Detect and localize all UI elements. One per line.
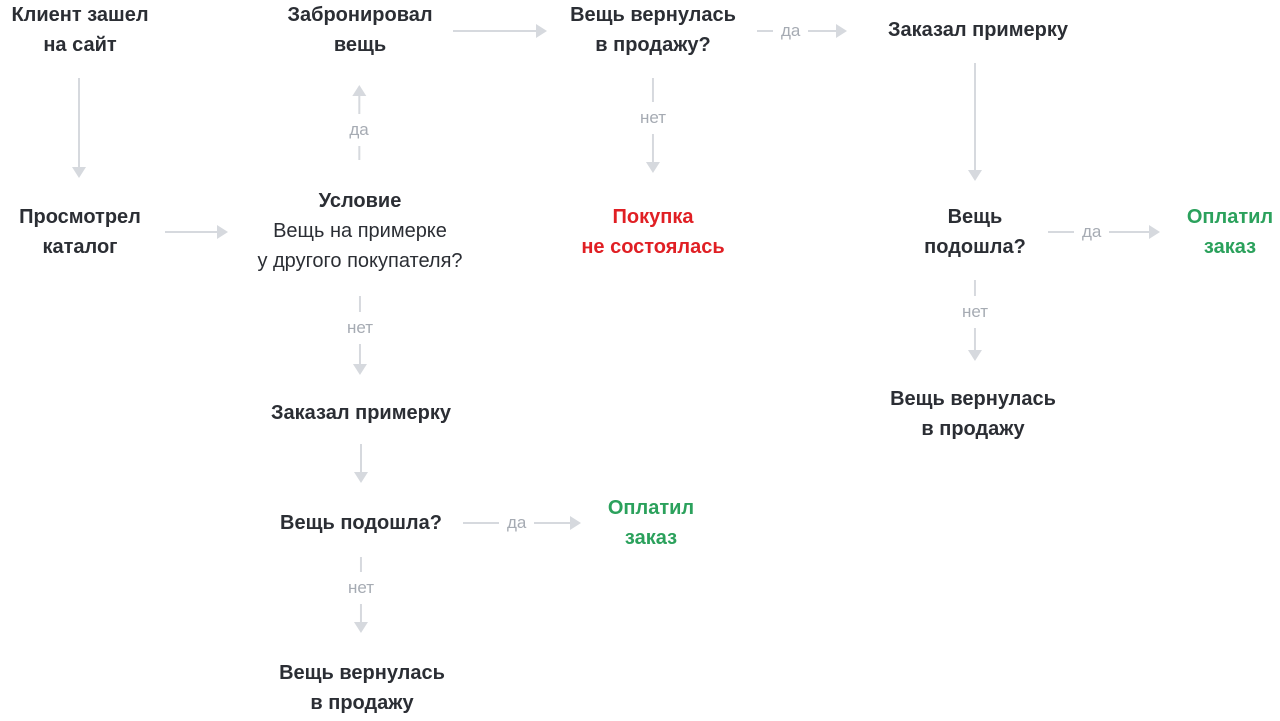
- edge-label-no: нет: [346, 318, 374, 337]
- arrowhead-right-icon: [570, 516, 582, 530]
- arrow-shaft: [534, 522, 571, 524]
- node-reserved-item-line1: Забронировал: [287, 4, 433, 26]
- arrow-fit-question-right-to-paid-yes: да: [1048, 222, 1161, 242]
- arrow-shaft: [165, 231, 217, 233]
- arrow-shaft: [453, 30, 536, 32]
- node-item-returned-bottom-line2: в продажу: [310, 692, 414, 714]
- node-item-returned-right: Вещь вернулась в продажу: [890, 384, 1056, 444]
- arrowhead-down-icon: [645, 162, 660, 173]
- arrow-visited-to-catalog: [72, 78, 86, 178]
- arrow-fitting-mid-to-fit-question: [354, 444, 368, 483]
- node-item-returned-bottom: Вещь вернулась в продажу: [279, 658, 445, 718]
- node-condition-line1: Вещь на примерке: [273, 220, 447, 242]
- edge-label-no: нет: [347, 578, 375, 597]
- arrow-shaft: [358, 96, 360, 114]
- node-item-fit-question-right-line1: Вещь: [947, 206, 1003, 228]
- edge-label-yes: да: [781, 21, 801, 40]
- node-item-fit-question-mid-line1: Вещь подошла?: [280, 512, 442, 534]
- node-condition-title: Условие: [318, 190, 402, 212]
- node-purchase-failed: Покупка не состоялась: [581, 202, 724, 262]
- arrowhead-down-icon: [354, 472, 368, 483]
- arrow-shaft: [651, 78, 654, 102]
- node-ordered-fitting-top: Заказал примерку: [888, 15, 1068, 45]
- node-ordered-fitting-mid: Заказал примерку: [271, 398, 451, 428]
- node-item-fit-question-right: Вещь подошла?: [924, 202, 1026, 262]
- node-item-returned-right-line1: Вещь вернулась: [890, 388, 1056, 410]
- node-client-visited: Клиент зашел на сайт: [11, 0, 148, 60]
- arrow-fit-question-right-to-returned-no: нет: [962, 280, 988, 361]
- arrowhead-down-icon: [72, 167, 86, 178]
- node-paid-order-right-line2: заказ: [1203, 236, 1257, 258]
- arrow-dash: [463, 522, 499, 524]
- arrowhead-right-icon: [217, 225, 228, 239]
- arrow-condition-to-fitting-mid-no: нет: [347, 296, 373, 375]
- arrow-fit-question-mid-to-returned-no: нет: [348, 557, 374, 633]
- node-item-fit-question-right-line2: подошла?: [924, 236, 1026, 258]
- node-reserved-item-line2: вещь: [333, 34, 387, 56]
- node-viewed-catalog: Просмотрел каталог: [19, 202, 141, 262]
- arrow-dash: [1048, 231, 1074, 233]
- node-purchase-failed-line1: Покупка: [612, 206, 694, 228]
- arrow-returned-question-to-failed-no: нет: [640, 78, 666, 173]
- arrow-shaft: [974, 63, 976, 170]
- arrow-dash: [358, 296, 361, 312]
- arrowhead-down-icon: [967, 350, 982, 361]
- node-client-visited-line2: на сайт: [43, 34, 117, 56]
- arrow-dash: [359, 557, 362, 572]
- node-condition: Условие Вещь на примерке у другого покуп…: [257, 186, 462, 276]
- arrow-shaft: [651, 134, 654, 162]
- arrow-shaft: [1109, 231, 1150, 233]
- node-paid-order-mid: Оплатил заказ: [608, 493, 694, 553]
- node-item-fit-question-mid: Вещь подошла?: [280, 508, 442, 538]
- edge-label-yes: да: [349, 120, 369, 139]
- node-viewed-catalog-line1: Просмотрел: [19, 206, 141, 228]
- node-viewed-catalog-line2: каталог: [42, 236, 118, 258]
- node-ordered-fitting-mid-line1: Заказал примерку: [271, 402, 451, 424]
- edge-label-yes: да: [507, 513, 527, 532]
- node-client-visited-line1: Клиент зашел: [11, 4, 149, 26]
- edge-label-yes: да: [1082, 222, 1102, 241]
- node-condition-line2: у другого покупателя?: [257, 250, 463, 272]
- arrow-shaft: [358, 344, 361, 364]
- node-ordered-fitting-top-line1: Заказал примерку: [888, 19, 1068, 41]
- arrow-shaft: [973, 328, 976, 350]
- arrow-shaft: [808, 30, 837, 32]
- node-item-returned-question: Вещь вернулась в продажу?: [570, 0, 736, 60]
- node-paid-order-mid-line2: заказ: [624, 527, 678, 549]
- node-paid-order-right: Оплатил заказ: [1187, 202, 1273, 262]
- node-item-returned-question-line2: в продажу?: [595, 34, 711, 56]
- node-reserved-item: Забронировал вещь: [287, 0, 432, 60]
- node-item-returned-right-line2: в продажу: [921, 418, 1025, 440]
- arrowhead-right-icon: [1149, 225, 1161, 239]
- arrow-dash: [358, 146, 360, 160]
- arrow-fitting-top-to-fit-question: [968, 63, 982, 181]
- node-paid-order-mid-line1: Оплатил: [607, 497, 695, 519]
- arrowhead-down-icon: [353, 622, 368, 633]
- arrow-condition-to-reserved-yes: да: [349, 85, 369, 160]
- arrow-shaft: [360, 444, 362, 472]
- arrow-returned-question-to-fitting-yes: да: [757, 21, 848, 41]
- arrowhead-right-icon: [536, 24, 547, 38]
- arrowhead-right-icon: [836, 24, 848, 38]
- node-purchase-failed-line2: не состоялась: [581, 236, 725, 258]
- arrowhead-down-icon: [968, 170, 982, 181]
- arrow-dash: [757, 30, 773, 32]
- arrow-shaft: [78, 78, 80, 167]
- node-item-returned-question-line1: Вещь вернулась: [570, 4, 736, 26]
- arrow-shaft: [359, 604, 362, 622]
- arrow-catalog-to-condition: [165, 225, 228, 239]
- node-paid-order-right-line1: Оплатил: [1186, 206, 1274, 228]
- edge-label-no: нет: [961, 302, 989, 321]
- edge-label-no: нет: [639, 108, 667, 127]
- arrow-fit-question-mid-to-paid-yes: да: [463, 513, 582, 533]
- arrowhead-up-icon: [352, 85, 366, 96]
- node-item-returned-bottom-line1: Вещь вернулась: [279, 662, 445, 684]
- arrow-dash: [973, 280, 976, 296]
- arrow-reserved-to-returned-question: [453, 24, 547, 38]
- arrowhead-down-icon: [352, 364, 367, 375]
